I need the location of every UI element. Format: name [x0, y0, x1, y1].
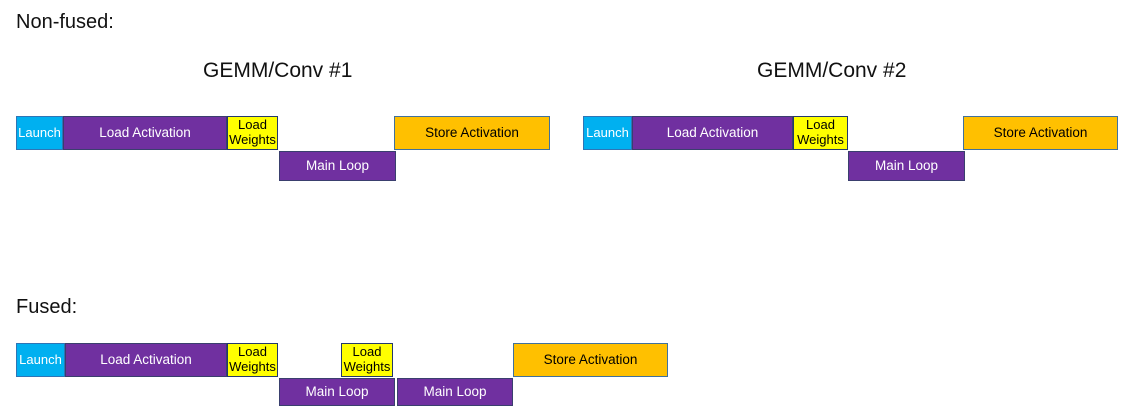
load-weights-block: Load Weights	[227, 343, 278, 377]
load-weights-block: Load Weights	[793, 116, 848, 150]
gemm-conv-2-title: GEMM/Conv #2	[757, 59, 907, 82]
launch-block: Launch	[16, 343, 65, 377]
launch-block: Launch	[583, 116, 632, 150]
non-fused-heading: Non-fused:	[16, 11, 114, 33]
fused-heading: Fused:	[16, 296, 78, 318]
store-activation-block: Store Activation	[963, 116, 1118, 150]
load-activation-block: Load Activation	[63, 116, 227, 150]
gemm-conv-1-title: GEMM/Conv #1	[203, 59, 353, 82]
load-activation-block: Load Activation	[632, 116, 793, 150]
load-weights-block: Load Weights	[341, 343, 393, 377]
load-weights-block: Load Weights	[227, 116, 278, 150]
main-loop-block: Main Loop	[397, 378, 513, 406]
main-loop-block: Main Loop	[848, 151, 965, 181]
main-loop-block: Main Loop	[279, 378, 395, 406]
store-activation-block: Store Activation	[394, 116, 550, 150]
launch-block: Launch	[16, 116, 63, 150]
load-activation-block: Load Activation	[65, 343, 227, 377]
store-activation-block: Store Activation	[513, 343, 668, 377]
main-loop-block: Main Loop	[279, 151, 396, 181]
